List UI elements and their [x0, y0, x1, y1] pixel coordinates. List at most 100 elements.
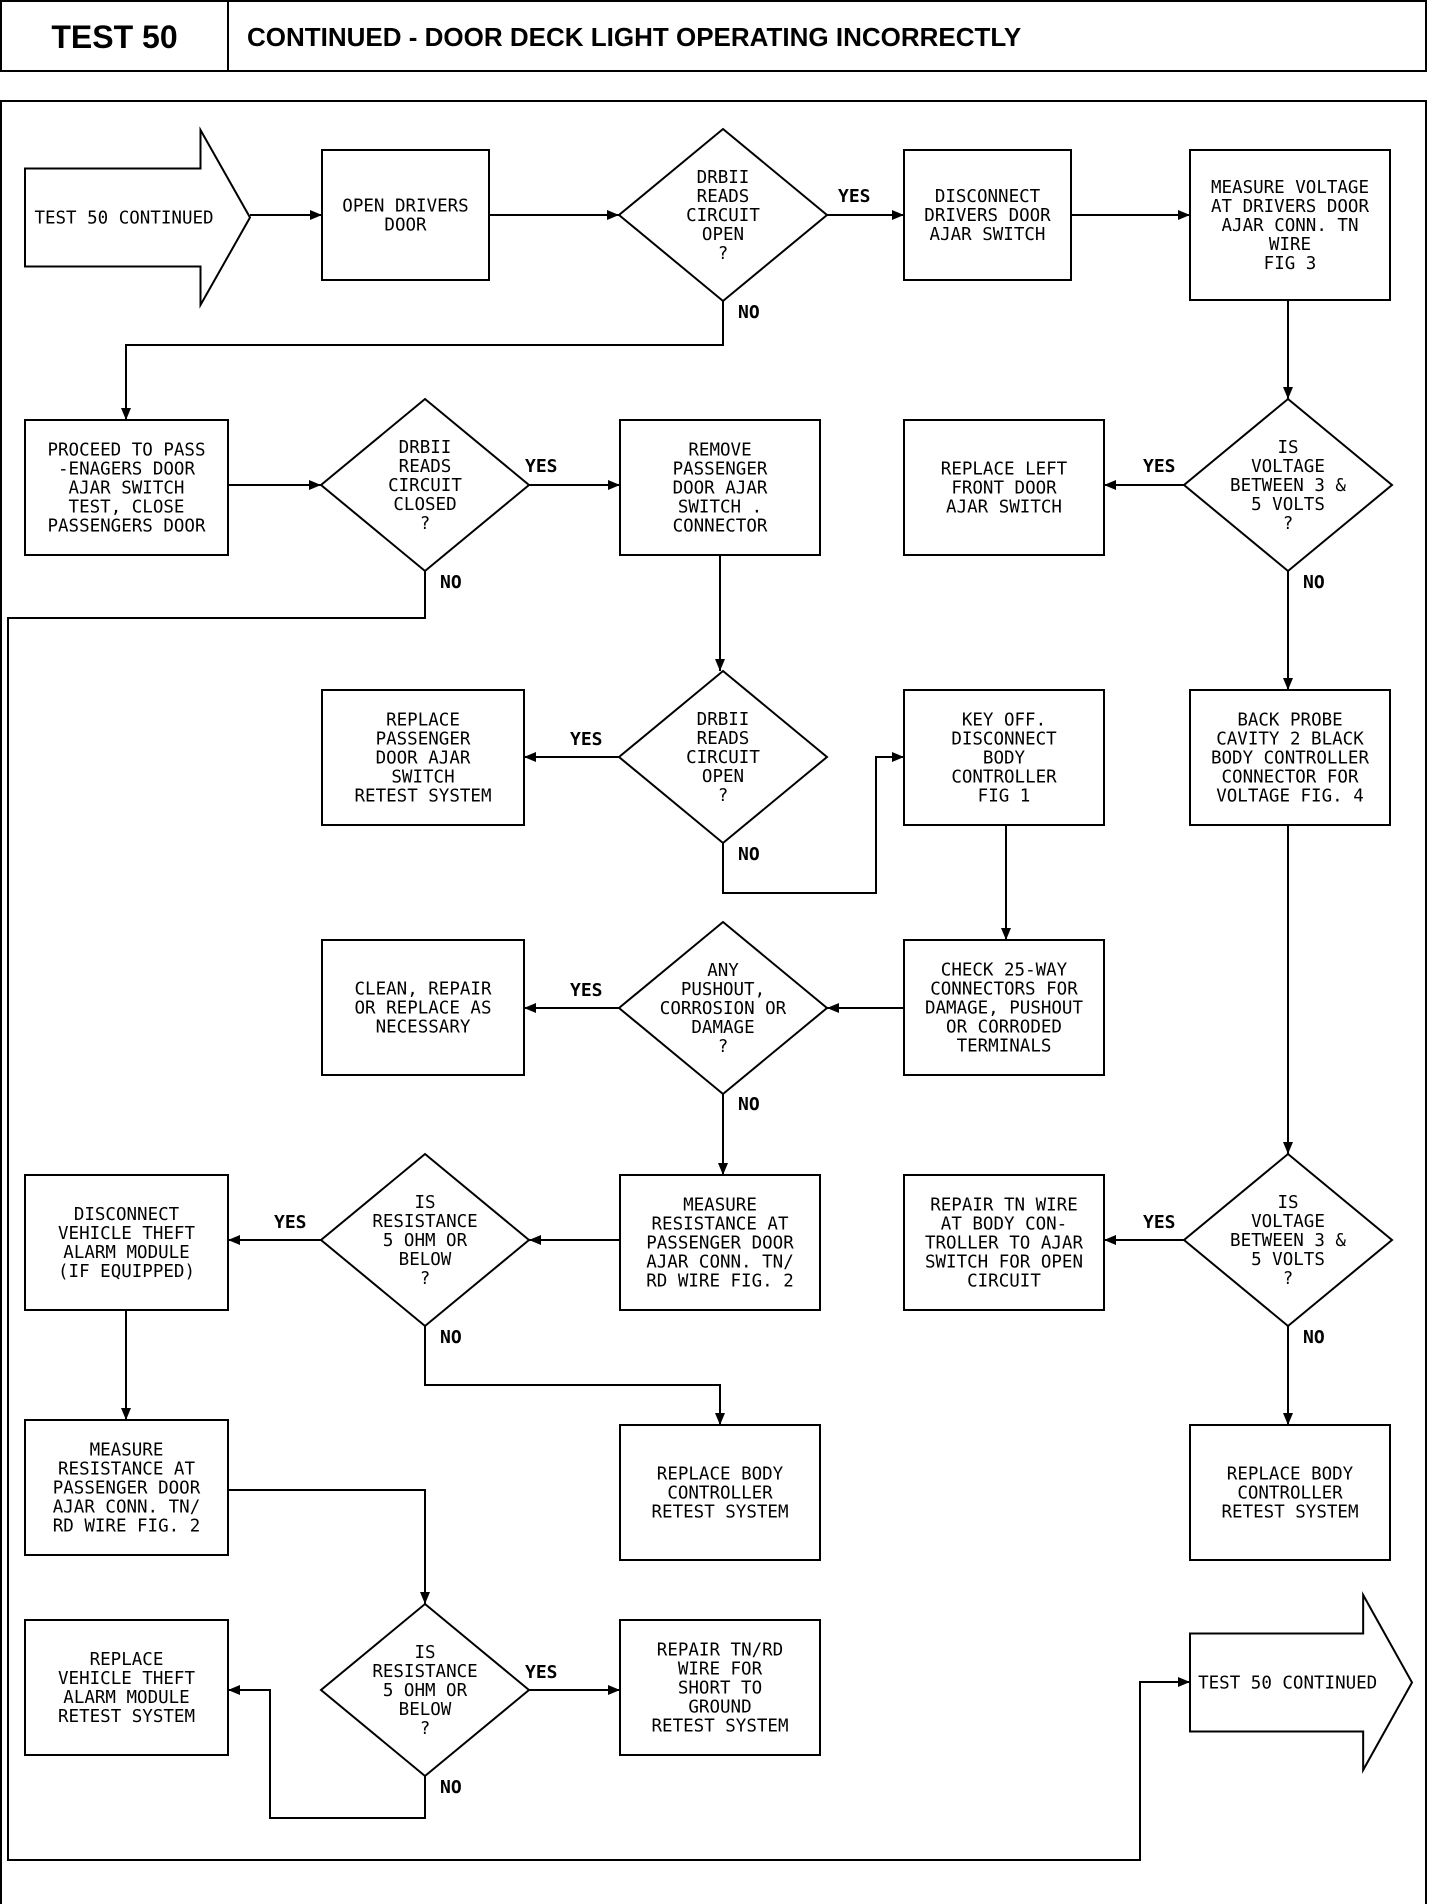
- node-text-d_open2: READS: [697, 729, 750, 749]
- node-text-replace_left: FRONT DOOR: [951, 479, 1057, 499]
- node-text-key_off: FIG 1: [978, 787, 1031, 807]
- node-text-remove_pass: PASSENGER: [673, 460, 768, 480]
- node-text-key_off: CONTROLLER: [951, 768, 1057, 788]
- node-box-disc_drivers: [903, 149, 1072, 281]
- node-text-back_probe: VOLTAGE FIG. 4: [1216, 787, 1364, 807]
- node-text-measure_r1: MEASURE: [683, 1196, 757, 1216]
- decision-diamond-d_res2: [319, 1602, 531, 1778]
- node-text-disc_drivers: DRIVERS DOOR: [924, 206, 1051, 226]
- node-text-replace_bc2: RETEST SYSTEM: [1222, 1503, 1359, 1523]
- node-text-d_closed: CLOSED: [393, 495, 456, 515]
- node-box-repair_tn: [903, 1174, 1105, 1311]
- node-text-d_res2: ?: [420, 1719, 431, 1739]
- node-text-check_25: DAMAGE, PUSHOUT: [925, 999, 1084, 1019]
- node-text-back_probe: BACK PROBE: [1237, 711, 1342, 731]
- edge-label-no: NO: [440, 1327, 462, 1348]
- node-text-repair_tnrd: REPAIR TN/RD: [657, 1641, 783, 1661]
- diagram-frame: [0, 100, 1427, 1904]
- node-text-remove_pass: DOOR AJAR: [673, 479, 768, 499]
- node-text-replace_vta: RETEST SYSTEM: [58, 1707, 195, 1727]
- decision-diamond-d_res1: [319, 1152, 531, 1328]
- node-box-clean_repair: [321, 939, 525, 1076]
- edge-label-yes: YES: [570, 729, 603, 750]
- edge-24: [228, 1489, 430, 1604]
- node-text-d_volt2: 5 VOLTS: [1251, 1250, 1325, 1270]
- node-text-d_volt2: ?: [1283, 1269, 1294, 1289]
- node-text-replace_left: REPLACE LEFT: [941, 460, 1068, 480]
- node-box-remove_pass: [619, 419, 821, 556]
- node-text-repair_tn: AT BODY CON-: [941, 1215, 1067, 1235]
- node-text-d_volt1: BETWEEN 3 &: [1230, 476, 1346, 496]
- node-text-repair_tnrd: WIRE FOR: [678, 1660, 763, 1680]
- node-text-d_open1: READS: [697, 187, 750, 207]
- edge-27: [7, 571, 1190, 1861]
- node-text-check_25: TERMINALS: [957, 1037, 1052, 1057]
- node-text-d_volt2: VOLTAGE: [1251, 1212, 1325, 1232]
- node-text-measure_r1: RESISTANCE AT: [652, 1215, 789, 1235]
- node-text-repair_tn: CIRCUIT: [967, 1272, 1041, 1292]
- node-text-open_drivers: DOOR: [384, 216, 427, 236]
- node-text-d_pushout: CORROSION OR: [660, 999, 787, 1019]
- edge-26: [228, 1685, 426, 1819]
- node-text-measure_v1: AJAR CONN. TN: [1222, 216, 1359, 236]
- node-text-remove_pass: CONNECTOR: [673, 517, 768, 537]
- node-text-d_closed: DRBII: [399, 438, 452, 458]
- edge-4: [121, 301, 724, 420]
- node-text-d_volt1: ?: [1283, 514, 1294, 534]
- node-text-repair_tn: TROLLER TO AJAR: [925, 1234, 1084, 1254]
- connector-arrow-start: [24, 126, 252, 309]
- edge-label-no: NO: [440, 1777, 462, 1798]
- edge-label-no: NO: [738, 1094, 760, 1115]
- node-text-check_25: CONNECTORS FOR: [930, 980, 1078, 1000]
- node-text-disc_vta: DISCONNECT: [74, 1205, 180, 1225]
- node-text-measure_r2: RESISTANCE AT: [58, 1460, 195, 1480]
- node-text-disc_vta: ALARM MODULE: [63, 1243, 189, 1263]
- node-box-measure_v1: [1189, 149, 1391, 301]
- decision-diamond-d_volt2: [1182, 1152, 1394, 1328]
- node-text-d_open1: CIRCUIT: [686, 206, 760, 226]
- node-text-measure_v1: AT DRIVERS DOOR: [1211, 197, 1370, 217]
- node-text-d_volt1: IS: [1277, 438, 1298, 458]
- test-number-label: TEST 50: [2, 2, 229, 72]
- edge-label-no: NO: [1303, 572, 1325, 593]
- node-text-measure_v1: FIG 3: [1264, 254, 1317, 274]
- node-text-replace_pass_sw: PASSENGER: [376, 730, 471, 750]
- node-text-d_res1: 5 OHM OR: [383, 1231, 468, 1251]
- node-text-replace_vta: ALARM MODULE: [63, 1688, 189, 1708]
- node-text-replace_bc1: RETEST SYSTEM: [652, 1503, 789, 1523]
- node-box-replace_bc2: [1189, 1424, 1391, 1561]
- node-box-repair_tnrd: [619, 1619, 821, 1756]
- decision-diamond-d_pushout: [617, 920, 829, 1096]
- node-text-key_off: KEY OFF.: [962, 711, 1046, 731]
- node-text-disc_vta: (IF EQUIPPED): [58, 1262, 195, 1282]
- node-text-d_open2: CIRCUIT: [686, 748, 760, 768]
- node-text-d_pushout: ?: [718, 1037, 729, 1057]
- node-text-d_volt2: BETWEEN 3 &: [1230, 1231, 1346, 1251]
- node-text-measure_r2: AJAR CONN. TN/: [53, 1498, 201, 1518]
- node-text-replace_vta: REPLACE: [90, 1650, 164, 1670]
- decision-diamond-d_open2: [617, 669, 829, 845]
- node-text-d_res2: BELOW: [399, 1700, 452, 1720]
- edge-label-yes: YES: [570, 980, 603, 1001]
- node-text-d_res2: RESISTANCE: [372, 1662, 477, 1682]
- node-box-replace_pass_sw: [321, 689, 525, 826]
- node-text-d_res1: BELOW: [399, 1250, 452, 1270]
- node-box-replace_vta: [24, 1619, 229, 1756]
- node-text-repair_tnrd: SHORT TO: [678, 1679, 762, 1699]
- node-text-d_pushout: DAMAGE: [691, 1018, 754, 1038]
- node-text-repair_tn: SWITCH FOR OPEN: [925, 1253, 1083, 1273]
- edge-12: [722, 752, 904, 894]
- decision-diamond-d_closed: [319, 397, 531, 573]
- node-text-d_volt2: IS: [1277, 1193, 1298, 1213]
- node-text-proceed_pass: -ENAGERS DOOR: [58, 460, 195, 480]
- node-text-back_probe: BODY CONTROLLER: [1211, 749, 1370, 769]
- node-text-measure_r1: RD WIRE FIG. 2: [646, 1272, 794, 1292]
- edge-21: [424, 1326, 725, 1425]
- node-box-replace_left: [903, 419, 1105, 556]
- node-text-d_closed: READS: [399, 457, 452, 477]
- edge-label-no: NO: [738, 844, 760, 865]
- header-bar: TEST 50 CONTINUED - DOOR DECK LIGHT OPER…: [0, 0, 1427, 72]
- node-text-replace_pass_sw: REPLACE: [386, 711, 460, 731]
